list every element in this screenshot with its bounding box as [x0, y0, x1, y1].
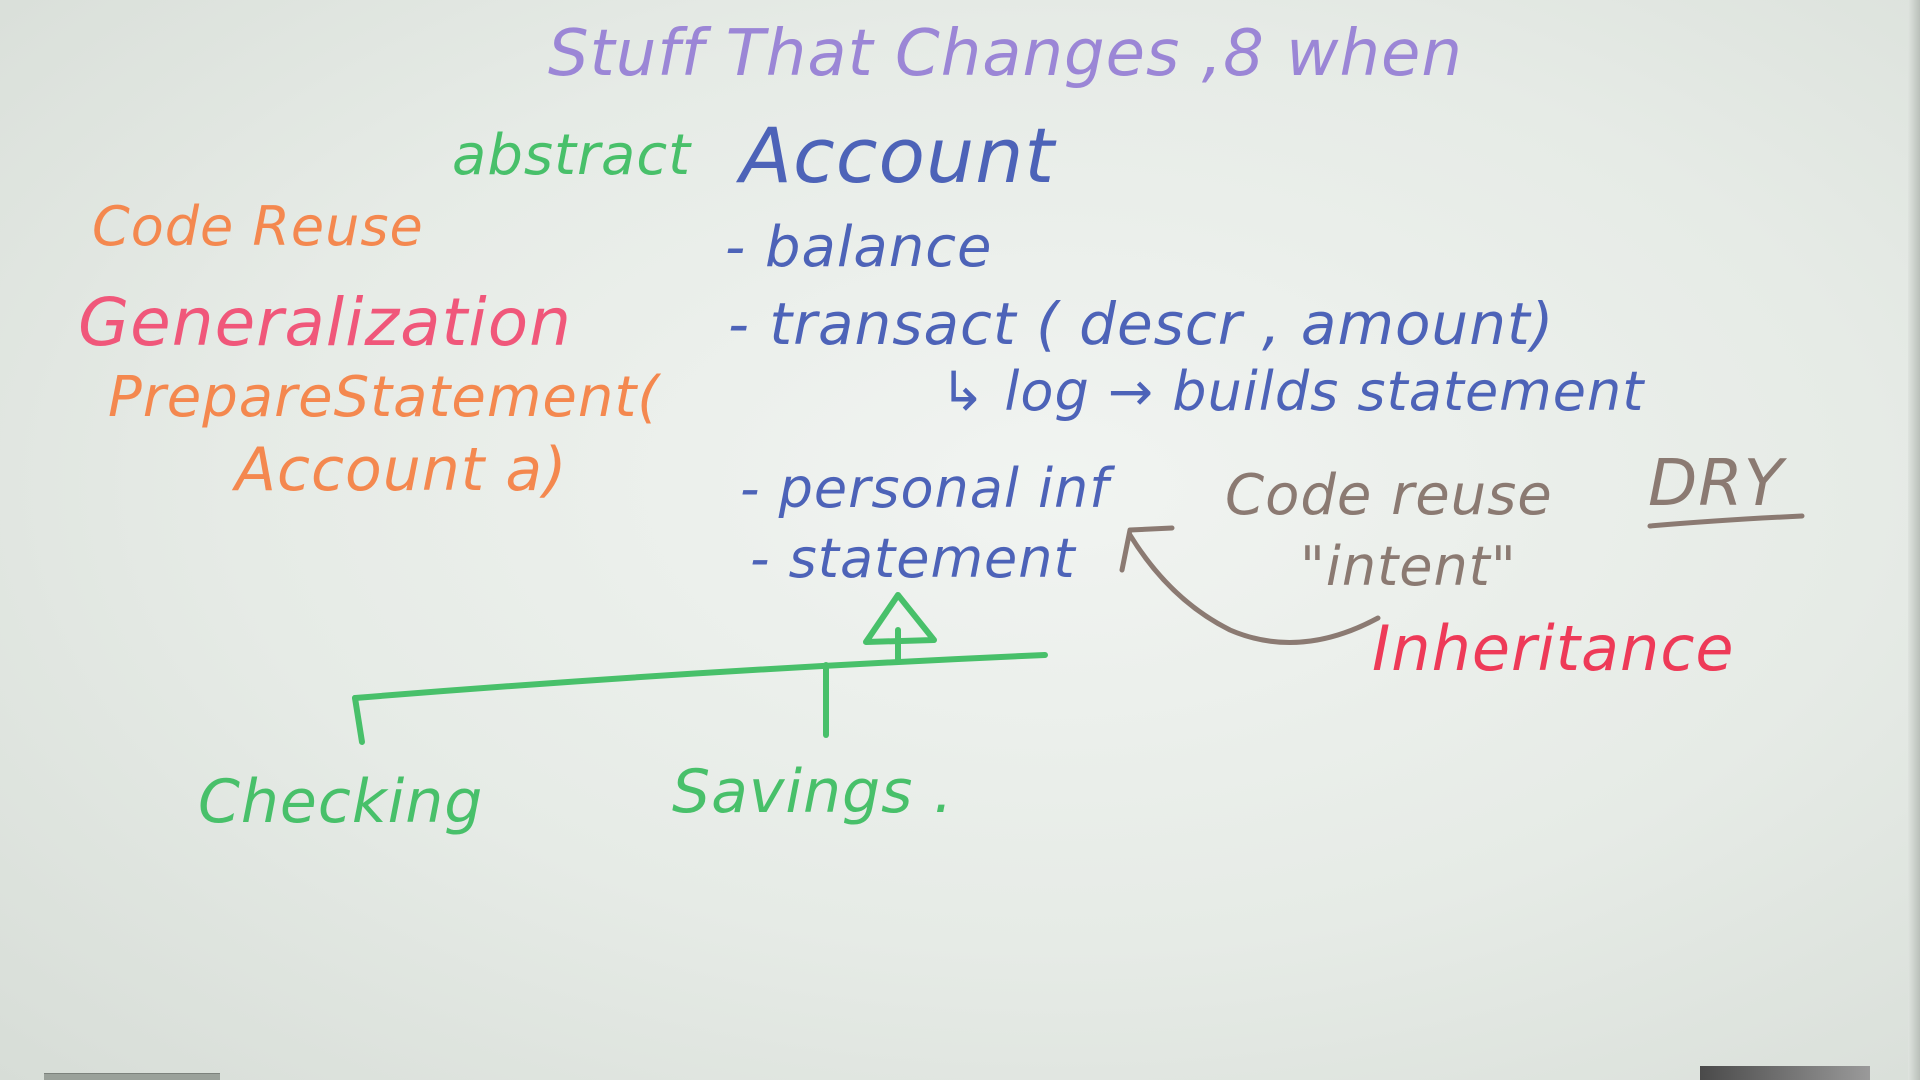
- member-transact: - transact ( descr , amount): [728, 290, 1555, 358]
- class-name: Account: [740, 111, 1056, 200]
- dry-underline: [1647, 513, 1805, 529]
- inheritance-triangle-icon: [863, 592, 937, 645]
- member-personal-info: - personal inf: [740, 457, 1110, 520]
- subclass-savings: Savings .: [672, 757, 954, 827]
- board-title: Stuff That Changes ,8 when: [548, 17, 1463, 91]
- left-note-code-reuse: Code Reuse: [92, 195, 424, 258]
- arrow-head-icon: [1119, 525, 1175, 573]
- board-right-edge: [1908, 0, 1920, 1080]
- curved-arrow: [1127, 532, 1381, 645]
- member-statement: - statement: [750, 527, 1076, 590]
- left-note-account-param: Account a): [235, 435, 568, 505]
- marker-tray-right: [1700, 1066, 1870, 1080]
- log-note: ↳ log → builds statement: [940, 360, 1645, 423]
- marker-tray-left: [44, 1073, 220, 1080]
- right-note-inheritance: Inheritance: [1372, 612, 1735, 685]
- hierarchy-crossbar: [352, 652, 1048, 701]
- left-note-prepare-statement: PrepareStatement(: [108, 365, 661, 430]
- right-note-dry: DRY: [1648, 447, 1784, 521]
- subclass-checking: Checking: [198, 767, 484, 837]
- left-note-generalization: Generalization: [78, 284, 572, 361]
- right-note-code-reuse: Code reuse: [1225, 463, 1553, 528]
- abstract-keyword: abstract: [452, 123, 692, 188]
- member-balance: - balance: [725, 215, 993, 280]
- hierarchy-branch-checking: [352, 695, 365, 745]
- right-note-intent: "intent": [1300, 535, 1517, 598]
